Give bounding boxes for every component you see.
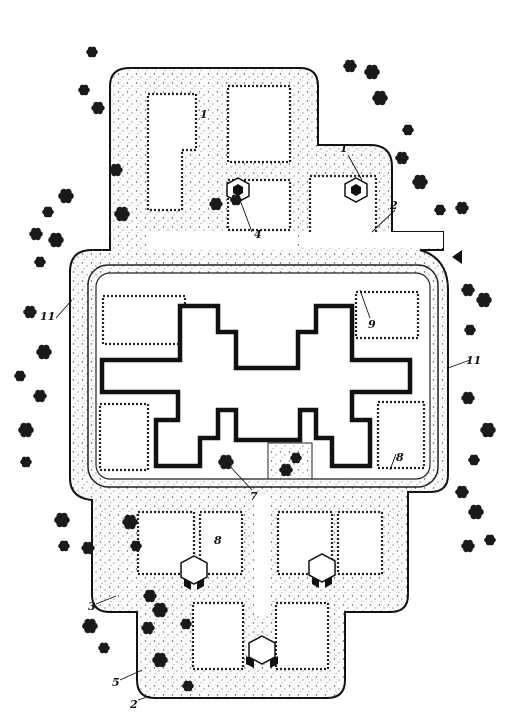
- leader-8-right: [389, 453, 397, 471]
- tree-icon: [461, 283, 475, 297]
- leader-7: [225, 461, 253, 491]
- leader-1-top: [347, 154, 363, 181]
- entrance-arrow-icon: [452, 250, 462, 264]
- tree-icon: [461, 539, 475, 553]
- bottom-right-plot-b: [336, 510, 384, 576]
- tree-icon: [86, 46, 98, 58]
- tree-icon: [484, 534, 496, 546]
- tree-icon: [468, 504, 484, 520]
- tree-icon: [33, 389, 47, 403]
- callout-2-right: 2: [389, 199, 398, 212]
- inner-plot-nw: [101, 294, 187, 346]
- tree-icon: [476, 292, 492, 308]
- tree-icon: [182, 680, 194, 692]
- callout-5: 5: [112, 676, 120, 689]
- tree-icon: [122, 514, 138, 530]
- tree-icon: [152, 602, 168, 618]
- tree-icon: [29, 227, 43, 241]
- pavilion-icon: [344, 177, 368, 203]
- pavilion-icon: [246, 635, 278, 668]
- tree-icon: [34, 256, 46, 268]
- tree-icon: [58, 188, 74, 204]
- tree-icon: [18, 422, 34, 438]
- tree-icon: [468, 454, 480, 466]
- tree-icon: [143, 589, 157, 603]
- tree-icon: [48, 232, 64, 248]
- tree-icon: [141, 621, 155, 635]
- tree-icon: [434, 204, 446, 216]
- inner-plot-w: [98, 402, 150, 472]
- leader-5: [119, 669, 143, 681]
- tree-icon: [58, 540, 70, 552]
- leader-2-bottom: [137, 695, 151, 701]
- tree-icon: [82, 618, 98, 634]
- tree-icon: [98, 642, 110, 654]
- tree-icon: [78, 84, 90, 96]
- tree-icon: [91, 101, 105, 115]
- tree-icon: [36, 344, 52, 360]
- tree-icon: [180, 618, 192, 630]
- main-building: [99, 303, 413, 469]
- tree-icon: [23, 305, 37, 319]
- tree-icon: [14, 370, 26, 382]
- callout-11-left: 11: [40, 310, 55, 323]
- top-center-plot: [226, 84, 292, 164]
- tree-icon: [114, 206, 130, 222]
- central-bottom-path: [254, 495, 268, 615]
- callout-9: 9: [368, 318, 376, 331]
- tree-icon: [364, 64, 380, 80]
- tree-icon: [42, 206, 54, 218]
- tree-icon: [343, 59, 357, 73]
- tree-icon: [290, 452, 302, 464]
- callout-7: 7: [250, 490, 258, 503]
- callout-4: 4: [254, 228, 262, 241]
- service-road: [300, 232, 443, 248]
- tree-icon: [54, 512, 70, 528]
- tree-icon: [81, 541, 95, 555]
- callout-1-top: 1: [340, 142, 348, 155]
- tree-icon: [461, 391, 475, 405]
- tree-icon: [464, 324, 476, 336]
- tree-icon: [372, 90, 388, 106]
- pavilion-icon: [180, 555, 208, 590]
- leader-3: [95, 595, 117, 605]
- leader-2-right: [371, 209, 396, 233]
- top-path: [146, 232, 296, 250]
- tree-icon: [455, 485, 469, 499]
- inner-plot-e: [376, 400, 426, 470]
- leader-9: [359, 289, 371, 319]
- tree-icon: [218, 454, 234, 470]
- tree-icon: [455, 201, 469, 215]
- leader-11-left: [55, 299, 73, 319]
- tree-cluster: [14, 46, 496, 692]
- tree-icon: [130, 540, 142, 552]
- leader-11-right: [447, 359, 471, 369]
- tree-icon: [209, 197, 223, 211]
- tree-icon: [480, 422, 496, 438]
- callout-1-left: 1: [200, 108, 208, 121]
- tree-icon: [109, 163, 123, 177]
- tree-icon: [412, 174, 428, 190]
- tree-icon: [20, 456, 32, 468]
- callout-8-bottom: 8: [214, 534, 222, 547]
- pavilion-icon: [308, 553, 336, 588]
- tree-icon: [395, 151, 409, 165]
- bottom-plot-d: [274, 601, 330, 671]
- tree-icon: [402, 124, 414, 136]
- callout-2-bottom: 2: [129, 698, 138, 711]
- leader-4: [239, 199, 253, 233]
- inner-plot-ne: [354, 290, 420, 340]
- callout-11-right: 11: [466, 354, 481, 367]
- tree-icon: [230, 194, 242, 206]
- callout-8-right: 8: [396, 451, 404, 464]
- bottom-plot-c: [191, 601, 245, 671]
- tree-icon: [152, 652, 168, 668]
- callout-3: 3: [88, 600, 96, 613]
- tree-icon: [279, 463, 293, 477]
- perimeter-walkway: [87, 264, 439, 488]
- top-left-garden-plot: [146, 92, 198, 212]
